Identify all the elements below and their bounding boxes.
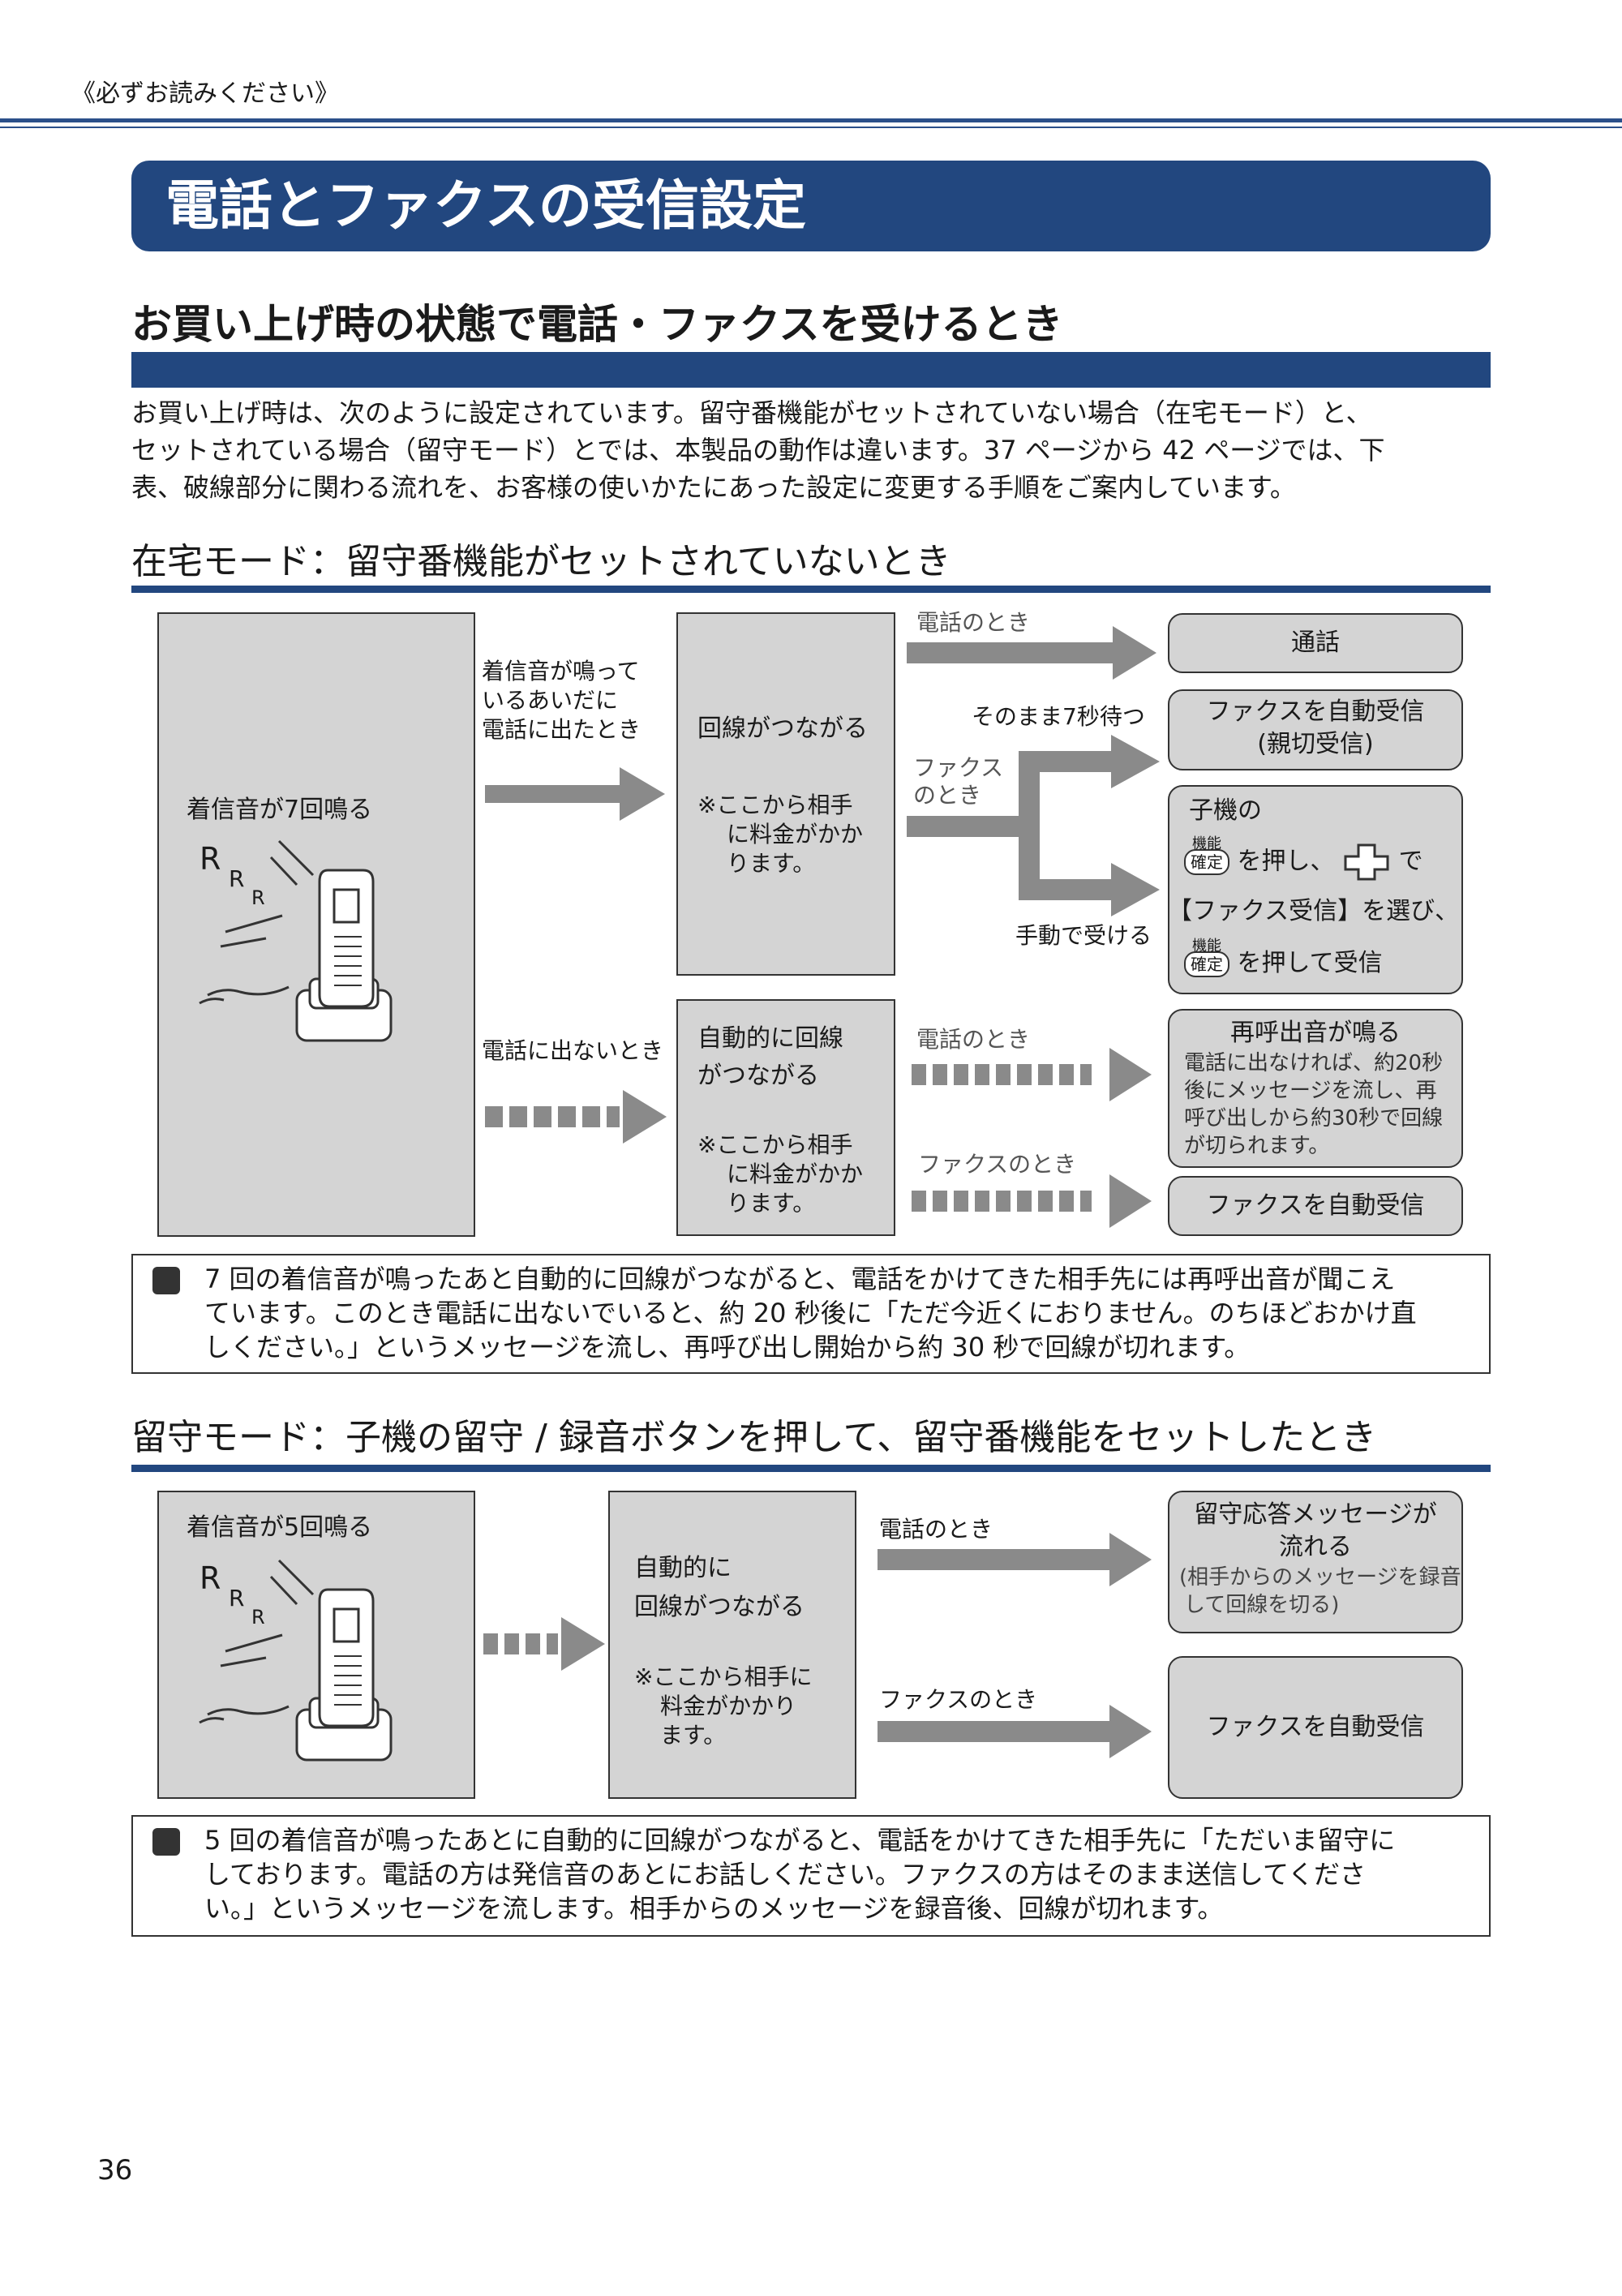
- recall-desc: 電話に出なければ、約20秒 後にメッセージを流し、再 呼び出しから約30秒で回線…: [1184, 1051, 1444, 1158]
- header-rule-thin: [0, 127, 1622, 128]
- home-note-box: 7 回の着信音が鳴ったあと自動的に回線がつながると、電話をかけてきた相手先には再…: [131, 1254, 1491, 1374]
- away-note-box: 5 回の着信音が鳴ったあとに自動的に回線がつながると、電話をかけてきた相手先に「…: [131, 1815, 1491, 1937]
- fax-auto-box: ファクスを自動受信: [1168, 1176, 1463, 1236]
- fax-branch-arrow: [907, 735, 1160, 916]
- call-result-box: 通話: [1168, 613, 1463, 673]
- phone-label-2: 電話のとき: [916, 1026, 1031, 1053]
- away-phone-label: 電話のとき: [879, 1516, 993, 1543]
- away-note-text: 5 回の着信音が鳴ったあとに自動的に回線がつながると、電話をかけてきた相手先に「…: [204, 1825, 1396, 1924]
- no-answer-label: 電話に出ないとき: [482, 1037, 664, 1064]
- away-charge-note: ※ここから相手に 料金がかかり ます。: [634, 1663, 813, 1749]
- intro-line: お買い上げ時は、次のように設定されています。留守番機能がセットされていない場合（…: [131, 397, 1372, 428]
- answer-arrow: [485, 767, 665, 821]
- ring-letter: R: [251, 1606, 265, 1629]
- connected-box: 回線がつながる ※ここから相手 に料金がかか ります。: [676, 612, 895, 976]
- handset-step3: 機能確定 を押して受信: [1184, 938, 1383, 980]
- recall-title: 再呼出音が鳴る: [1230, 1019, 1401, 1047]
- intro-line: 表、破線部分に関わる流れを、お客様の使いかたにあった設定に変更する手順をご案内し…: [131, 472, 1296, 503]
- answer-label: 着信音が鳴って いるあいだに 電話に出たとき: [482, 658, 642, 743]
- phone-dashed-arrow: [912, 1048, 1152, 1101]
- away-fax-auto-box: ファクスを自動受信: [1168, 1656, 1463, 1799]
- section-title-bar: [131, 352, 1491, 388]
- message-title: 留守応答メッセージが 流れる: [1194, 1500, 1437, 1561]
- charge-note: ※ここから相手 に料金がかか ります。: [697, 792, 864, 877]
- note-icon: [152, 1828, 180, 1856]
- away-ring-text: 着信音が5回鳴る: [187, 1513, 373, 1542]
- away-ring-box: 着信音が5回鳴る R R R: [157, 1491, 475, 1799]
- fax-dashed-arrow: [912, 1174, 1152, 1228]
- message-desc: (相手からのメッセージを録音 して回線を切る): [1179, 1565, 1461, 1617]
- home-mode-heading-rule: [131, 586, 1491, 593]
- section-title: お買い上げ時の状態で電話・ファクスを受けるとき: [131, 301, 1063, 348]
- ring-letter: R: [251, 886, 265, 909]
- away-mode-heading: 留守モード：子機の留守 / 録音ボタンを押して、留守番機能をセットしたとき: [131, 1417, 1377, 1458]
- fax-label-2: ファクスのとき: [918, 1151, 1077, 1178]
- intro-line: セットされている場合（留守モード）とでは、本製品の動作は違います。37 ページか…: [131, 435, 1385, 466]
- header-note: 《必ずお読みください》: [71, 79, 339, 108]
- recall-box: 再呼出音が鳴る 電話に出なければ、約20秒 後にメッセージを流し、再 呼び出しか…: [1168, 1009, 1463, 1168]
- fax-label: ファクス のとき: [913, 754, 1004, 809]
- away-phone-arrow: [878, 1533, 1152, 1586]
- ok-key-icon: 機能確定: [1184, 835, 1229, 875]
- connected-text: 回線がつながる: [697, 715, 868, 743]
- handset-icon: [199, 1559, 393, 1762]
- away-connected-box: 自動的に 回線がつながる ※ここから相手に 料金がかかり ます。: [608, 1491, 856, 1799]
- no-answer-dashed-arrow: [485, 1090, 667, 1144]
- header-rule: [0, 118, 1622, 122]
- away-fax-arrow: [878, 1705, 1152, 1758]
- ok-key-icon: 機能確定: [1184, 938, 1229, 977]
- home-mode-heading: 在宅モード：留守番機能がセットされていないとき: [131, 541, 951, 582]
- phone-arrow: [907, 626, 1156, 680]
- away-fax-label: ファクスのとき: [879, 1686, 1038, 1713]
- ring-letter: R: [200, 841, 221, 877]
- home-note-text: 7 回の着信音が鳴ったあと自動的に回線がつながると、電話をかけてきた相手先には再…: [204, 1264, 1417, 1363]
- page-number: 36: [97, 2154, 133, 2187]
- intro-paragraph: お買い上げ時は、次のように設定されています。留守番機能がセットされていない場合（…: [131, 394, 1494, 506]
- home-ring-text: 着信音が7回鳴る: [187, 796, 373, 824]
- fax-auto-kind-box: ファクスを自動受信 (親切受信): [1168, 689, 1463, 770]
- note-icon: [152, 1267, 180, 1294]
- cross-key-icon: [1344, 843, 1389, 881]
- auto-connected-text: 自動的に回線 がつながる: [697, 1024, 843, 1090]
- ring-letter: R: [229, 865, 245, 892]
- home-ring-box: 着信音が7回鳴る R R R: [157, 612, 475, 1237]
- handset-manual-box: 子機の 機能確定 を押し、 で 【ファクス受信】を選び、 機能確定 を押して受信: [1168, 785, 1463, 994]
- handset-step2: 【ファクス受信】を選び、: [1168, 897, 1460, 925]
- page-title: 電話とファクスの受信設定: [131, 161, 1491, 251]
- away-dashed-arrow: [483, 1617, 605, 1671]
- phone-label: 電話のとき: [916, 609, 1031, 636]
- away-connected-text: 自動的に 回線がつながる: [634, 1554, 805, 1621]
- handset-step1: 機能確定 を押し、 で: [1184, 835, 1423, 881]
- auto-connected-box: 自動的に回線 がつながる ※ここから相手 に料金がかか ります。: [676, 999, 895, 1236]
- wait-label: そのまま7秒待つ: [972, 703, 1145, 730]
- ring-letter: R: [229, 1585, 245, 1611]
- handset-icon: [199, 839, 393, 1042]
- message-box: 留守応答メッセージが 流れる (相手からのメッセージを録音 して回線を切る): [1168, 1491, 1463, 1633]
- ring-letter: R: [200, 1560, 221, 1596]
- auto-charge-note: ※ここから相手 に料金がかか ります。: [697, 1131, 864, 1217]
- handset-title: 子機の: [1189, 796, 1262, 825]
- manual-label: 手動で受ける: [1015, 922, 1152, 949]
- away-mode-heading-rule: [131, 1465, 1491, 1472]
